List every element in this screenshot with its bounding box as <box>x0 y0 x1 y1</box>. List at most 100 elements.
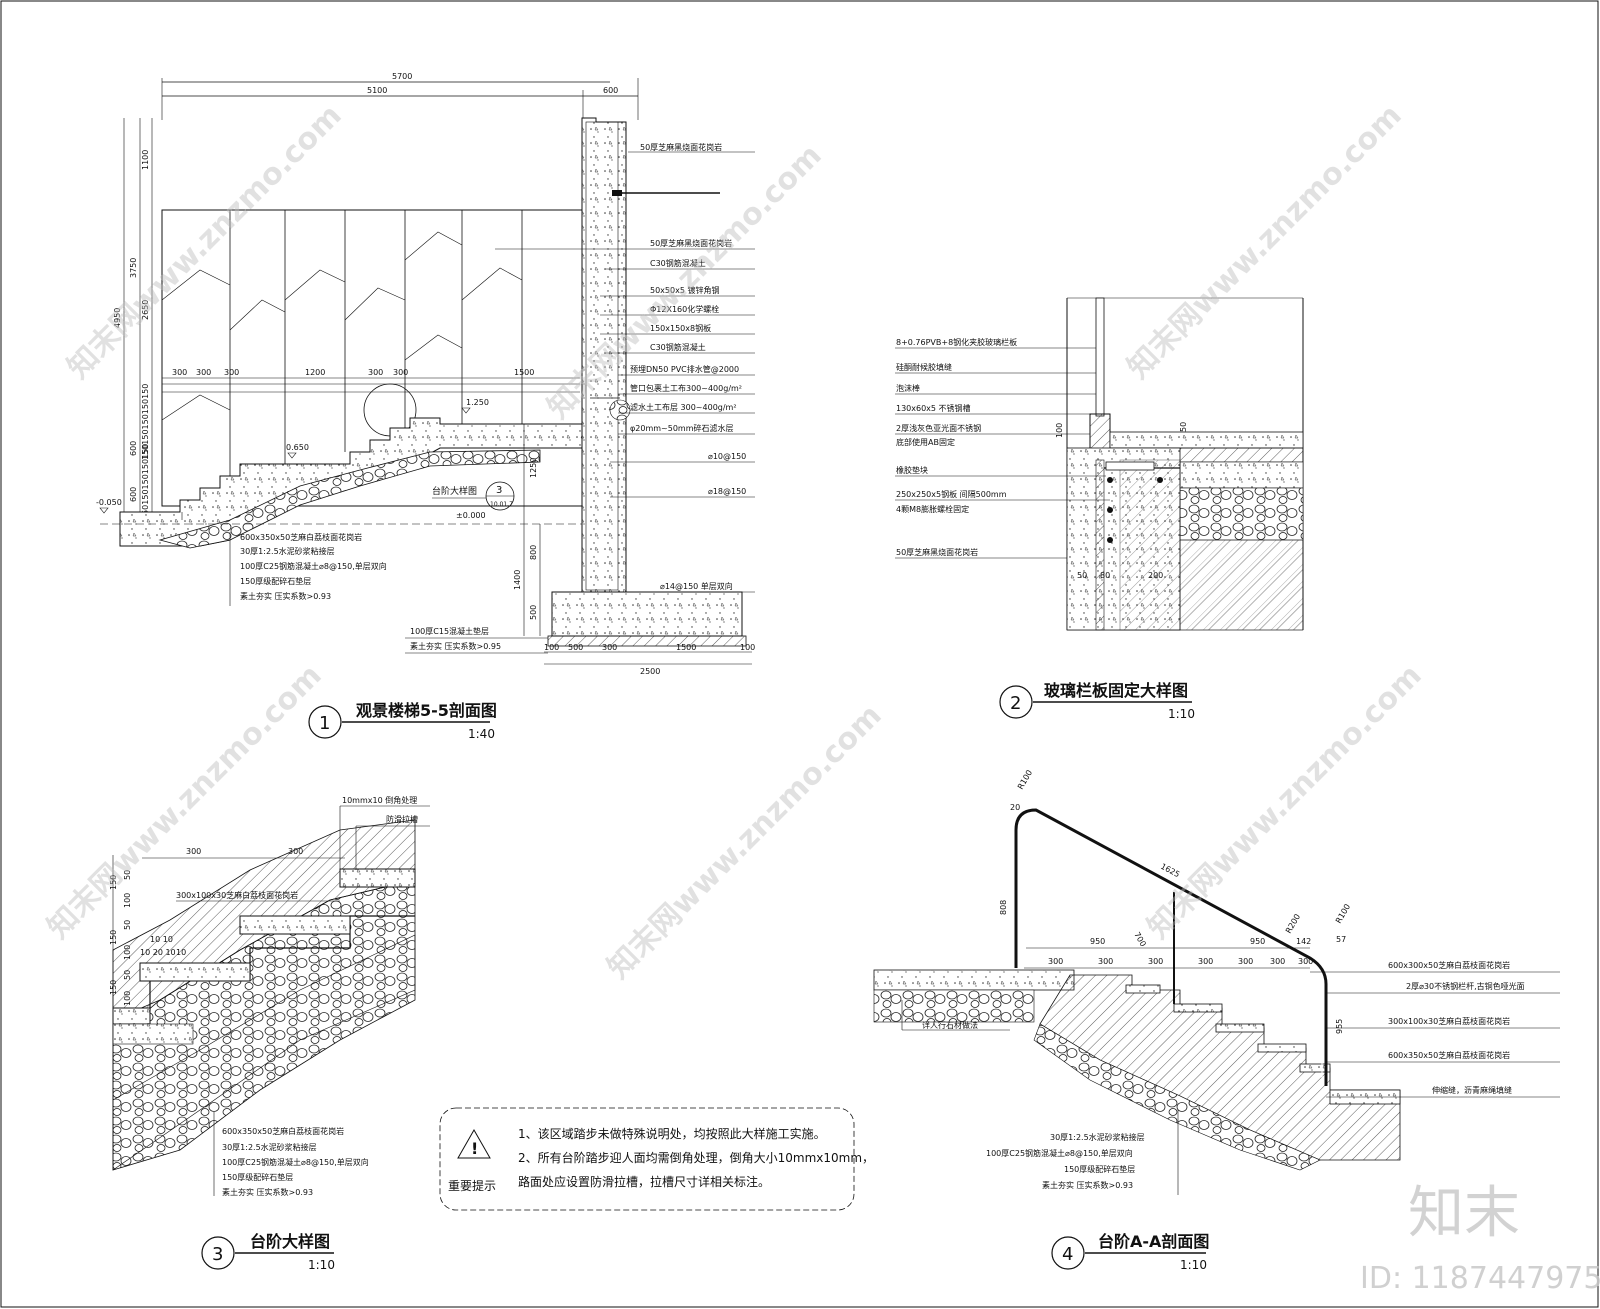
notice-line-2: 路面处应设置防滑拉槽，拉槽尺寸详相关标注。 <box>518 1174 770 1189</box>
d1-right-labels: 50厚芝麻黑烧面花岗岩 50厚芝麻黑烧面花岗岩 C30钢筋混凝土 50x50x5… <box>495 142 755 593</box>
notice-line-0: 1、该区域踏步未做特殊说明处，均按照此大样施工实施。 <box>518 1126 826 1141</box>
d1-label-9: 滤水土工布层 300~400g/m² <box>630 402 737 412</box>
d4-label-4: 伸缩缝，沥青麻绳填缝 <box>1432 1085 1512 1095</box>
d2-title: 玻璃栏板固定大样图 <box>1044 681 1188 700</box>
dim-600-b: 600 <box>129 487 138 502</box>
d1-scale: 1:40 <box>468 727 495 741</box>
drawing-4-step-section: R100 20 1625 808 700 950 950 R200 142 R1… <box>873 768 1560 1272</box>
d1-bottom-2: 100厚C25钢筋混凝土⌀8@150,单层双向 <box>240 561 387 571</box>
d2-dim-200: 200 <box>1148 571 1163 580</box>
d4-label-3: 600x350x50芝麻白荔枝面花岗岩 <box>1388 1050 1510 1060</box>
d4-dim-300-1: 300 <box>1098 957 1113 966</box>
level-zero: ±0.000 <box>456 511 486 520</box>
d2-dim-50-b: 50 <box>1077 571 1087 580</box>
d3-dim-l2: 100 <box>123 893 132 908</box>
dim-b-2500: 2500 <box>640 667 660 676</box>
d4-dim-r100-b: R100 <box>1334 902 1352 925</box>
d3-bottom-3: 150厚级配碎石垫层 <box>222 1172 293 1182</box>
dim-b-1500: 1500 <box>676 643 696 652</box>
dim-1400: 1400 <box>513 570 522 590</box>
d4-dim-300-6: 300 <box>1298 957 1313 966</box>
d1-label-12: ⌀18@150 <box>708 487 746 496</box>
dim-b-100-b: 100 <box>740 643 755 652</box>
d4-dim-700: 700 <box>1132 931 1147 949</box>
d3-dim-l8: 100 <box>123 991 132 1006</box>
dim-mid-1500: 1500 <box>514 368 534 377</box>
dim-1100: 1100 <box>141 150 150 170</box>
watermark-id: ID: 1187447975 <box>1360 1261 1600 1296</box>
dim-4950: 4950 <box>113 308 122 328</box>
d3-dim-l6: 150 <box>109 980 118 995</box>
d3-bottom-0: 600x350x50芝麻白荔枝面花岗岩 <box>222 1126 344 1136</box>
d3-dim-l5: 100 <box>123 945 132 960</box>
detail-ref-label: 台阶大样图 <box>432 485 477 497</box>
d4-dim-808: 808 <box>999 900 1008 915</box>
d3-title: 台阶大样图 <box>250 1232 330 1251</box>
d2-dim-50-a: 50 <box>1179 422 1188 432</box>
detail-ref-num: 3 <box>496 485 502 496</box>
d1-bottom-1: 30厚1:2.5水泥砂浆粘接层 <box>240 546 335 556</box>
dim-b-100-a: 100 <box>544 643 559 652</box>
d3-dim-l1: 50 <box>123 870 132 880</box>
d4-dim-300-2: 300 <box>1148 957 1163 966</box>
dim-600: 600 <box>603 86 618 95</box>
d2-label-9: 50厚芝麻黑烧面花岗岩 <box>896 547 978 557</box>
d2-label-5: 底部使用AB固定 <box>896 437 955 447</box>
d4-label-2: 300x100x30芝麻白荔枝面花岗岩 <box>1388 1016 1510 1026</box>
d2-label-0: 8+0.76PVB+8钢化夹胶玻璃栏板 <box>896 337 1017 347</box>
d1-label-4: Φ12X160化学螺栓 <box>650 304 719 314</box>
d4-dim-142: 142 <box>1296 937 1311 946</box>
dim-mid-300-c: 300 <box>224 368 239 377</box>
watermark-text-3: 知末网www.znzmo.com <box>1121 98 1409 386</box>
d1-number: 1 <box>319 713 330 734</box>
d4-dim-r100-a: R100 <box>1016 768 1034 791</box>
d3-bottom-2: 100厚C25钢筋混凝土⌀8@150,单层双向 <box>222 1157 369 1167</box>
d4-title: 台阶A-A剖面图 <box>1098 1232 1209 1251</box>
d2-dim-80: 80 <box>1100 571 1110 580</box>
d2-label-2: 泡沫棒 <box>896 383 920 393</box>
d4-dim-20: 20 <box>1010 803 1020 812</box>
dim-2650: 2650 <box>141 300 150 320</box>
d1-title: 观景楼梯5-5剖面图 <box>356 701 497 720</box>
watermark-text-1: 知末网www.znzmo.com <box>61 98 349 386</box>
d3-top-label-1: 防滑拉槽 <box>386 814 418 824</box>
d1-label-2: C30钢筋混凝土 <box>650 258 706 268</box>
d3-dim-l4: 50 <box>123 920 132 930</box>
notice-label: 重要提示 <box>448 1178 496 1193</box>
d2-labels: 8+0.76PVB+8钢化夹胶玻璃栏板 硅酮耐候胶填缝 泡沫棒 130x60x5… <box>895 337 1110 559</box>
d4-dim-955: 955 <box>1335 1019 1344 1034</box>
notice-box: ! 重要提示 1、该区域踏步未做特殊说明处，均按照此大样施工实施。 2、所有台阶… <box>439 1107 874 1211</box>
d4-dim-300-4: 300 <box>1238 957 1253 966</box>
watermark-brand: 知末 <box>1408 1181 1520 1246</box>
d3-top-label-0: 10mmx10 倒角处理 <box>342 795 417 805</box>
dim-mid-300-e: 300 <box>393 368 408 377</box>
drawing-3-step-detail: 300 300 10mmx10 倒角处理 防滑拉槽 300x100x30芝麻白荔… <box>109 795 430 1272</box>
dim-1250: 1250 <box>529 458 538 478</box>
dim-800: 800 <box>529 545 538 560</box>
drawing-1-section: 5700 5100 600 4950 3750 1100 2650 600 60… <box>96 72 755 741</box>
d3-dim-l7: 50 <box>123 970 132 980</box>
d1-label-5: 150x150x8钢板 <box>650 323 711 333</box>
d1-label-8: 管口包裹土工布300~400g/m² <box>630 383 742 393</box>
d1-label-10: φ20mm~50mm碎石滤水层 <box>630 423 734 433</box>
d1-bottom-3: 150厚级配碎石垫层 <box>240 576 311 586</box>
d1-bottom-5: 100厚C15混凝土垫层 <box>410 626 489 636</box>
d4-label-left: 详人行石材做法 <box>922 1020 978 1030</box>
dim-steps-a: 150150150150150 <box>141 384 150 460</box>
dim-3750: 3750 <box>129 258 138 278</box>
d2-dim-100: 100 <box>1055 423 1064 438</box>
d4-dim-950-b: 950 <box>1250 937 1265 946</box>
dim-5100: 5100 <box>367 86 387 95</box>
d3-bottom-4: 素土夯实 压实系数>0.93 <box>222 1187 313 1197</box>
dim-500: 500 <box>529 605 538 620</box>
dim-mid-300-b: 300 <box>196 368 211 377</box>
drawing-2-glass-fix: 8+0.76PVB+8钢化夹胶玻璃栏板 硅酮耐候胶填缝 泡沫棒 130x60x5… <box>895 297 1304 721</box>
d3-dim-small-0: 10 10 <box>150 935 173 944</box>
d3-number: 3 <box>212 1244 223 1265</box>
d2-label-8: 4颗M8膨胀螺栓固定 <box>896 504 969 514</box>
dim-5700: 5700 <box>392 72 412 81</box>
detail-ref-sheet: 10.01.7 <box>490 501 513 508</box>
d4-dim-300-3: 300 <box>1198 957 1213 966</box>
